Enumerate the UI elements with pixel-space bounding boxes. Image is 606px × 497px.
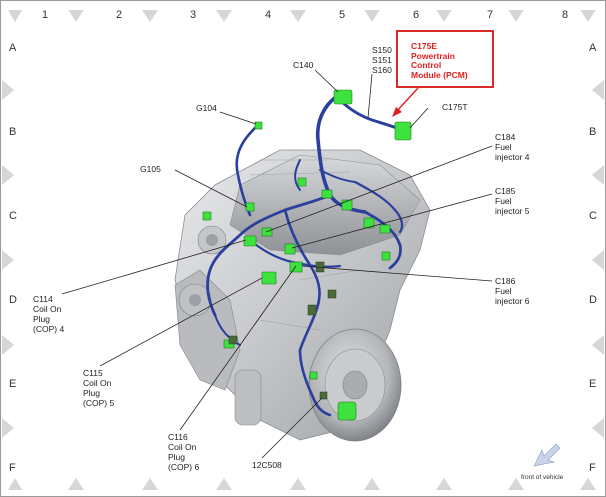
grid-row-f-right: F — [589, 462, 596, 474]
pcm-arrow — [392, 87, 419, 117]
label-g104: G104 — [196, 103, 217, 113]
pcm-line3: Control — [411, 60, 442, 70]
label-c115-line3: Plug — [83, 388, 101, 398]
label-c116-line1: C116 — [168, 432, 188, 442]
grid-col-6: 6 — [413, 9, 420, 21]
label-c186-line2: Fuel — [495, 286, 512, 296]
label-c185-line3: injector 5 — [495, 206, 530, 216]
grid-row-a-left: A — [9, 42, 17, 54]
grid-row-f-left: F — [9, 462, 16, 474]
label-c185-line2: Fuel — [495, 196, 512, 206]
label-c114-line1: C114 — [33, 294, 53, 304]
pcm-line1: C175E — [411, 41, 437, 51]
grid-row-c-right: C — [589, 210, 597, 222]
arrow-down-left-icon — [533, 443, 561, 467]
grid-row-c-left: C — [9, 210, 17, 222]
label-s160: S160 — [372, 65, 392, 75]
grid-row-d-right: D — [589, 294, 597, 306]
label-c116: C116 Coil On Plug (COP) 6 — [168, 432, 199, 472]
label-c114: C114 Coil On Plug (COP) 4 — [33, 294, 64, 334]
label-s150: S150 — [372, 45, 392, 55]
grid-col-2: 2 — [116, 9, 123, 21]
pcm-line2: Powertrain — [411, 50, 455, 61]
label-12c508: 12C508 — [252, 460, 282, 470]
grid-row-b-right: B — [589, 126, 597, 138]
label-c186-line3: injector 6 — [495, 296, 530, 306]
grid-col-7: 7 — [487, 9, 494, 21]
grid-col-8: 8 — [562, 9, 569, 21]
grid-col-4: 4 — [265, 9, 272, 21]
label-c114-line2: Coil On — [33, 304, 62, 314]
label-c114-line4: (COP) 4 — [33, 324, 65, 334]
pcm-line4: Module (PCM) — [411, 69, 468, 80]
label-c116-line3: Plug — [168, 452, 186, 462]
grid-col-3: 3 — [190, 9, 197, 21]
grid-row-b-left: B — [9, 126, 17, 138]
label-c185-line1: C185 — [495, 186, 516, 196]
label-s151: S151 — [372, 55, 392, 65]
label-c184-line1: C184 — [495, 132, 516, 142]
top-ruler — [8, 10, 596, 22]
grid-row-e-left: E — [9, 378, 17, 390]
label-c115-line2: Coil On — [83, 378, 112, 388]
grid-row-d-left: D — [9, 294, 17, 306]
label-c186-line1: C186 — [495, 276, 516, 286]
label-c185: C185 Fuel injector 5 — [495, 186, 530, 216]
leader-lines — [61, 69, 493, 459]
connectors-dark — [228, 261, 337, 400]
left-ruler — [2, 80, 14, 438]
grid-row-a-right: A — [589, 42, 597, 54]
label-c184-line2: Fuel — [495, 142, 512, 152]
grid-row-e-right: E — [589, 378, 597, 390]
front-of-vehicle-label: front of vehicle — [521, 474, 564, 481]
label-c116-line2: Coil On — [168, 442, 197, 452]
label-c175t: C175T — [442, 102, 468, 112]
bottom-ruler — [8, 478, 596, 490]
label-c186: C186 Fuel injector 6 — [495, 276, 530, 306]
label-c115-line4: (COP) 5 — [83, 398, 115, 408]
label-c140: C140 — [293, 60, 314, 70]
label-c114-line3: Plug — [33, 314, 51, 324]
label-c184-line3: injector 4 — [495, 152, 530, 162]
grid-col-5: 5 — [339, 9, 346, 21]
label-c115-line1: C115 — [83, 368, 103, 378]
label-c116-line4: (COP) 6 — [168, 462, 200, 472]
pcm-highlight-text: C175E Powertrain Control Module (PCM) — [411, 41, 491, 80]
grid-col-1: 1 — [42, 9, 49, 21]
label-c115: C115 Coil On Plug (COP) 5 — [83, 368, 114, 408]
pcm-highlight-box: C175E Powertrain Control Module (PCM) — [396, 30, 494, 88]
label-g105: G105 — [140, 164, 161, 174]
label-c184: C184 Fuel injector 4 — [495, 132, 530, 162]
right-ruler — [592, 80, 604, 438]
